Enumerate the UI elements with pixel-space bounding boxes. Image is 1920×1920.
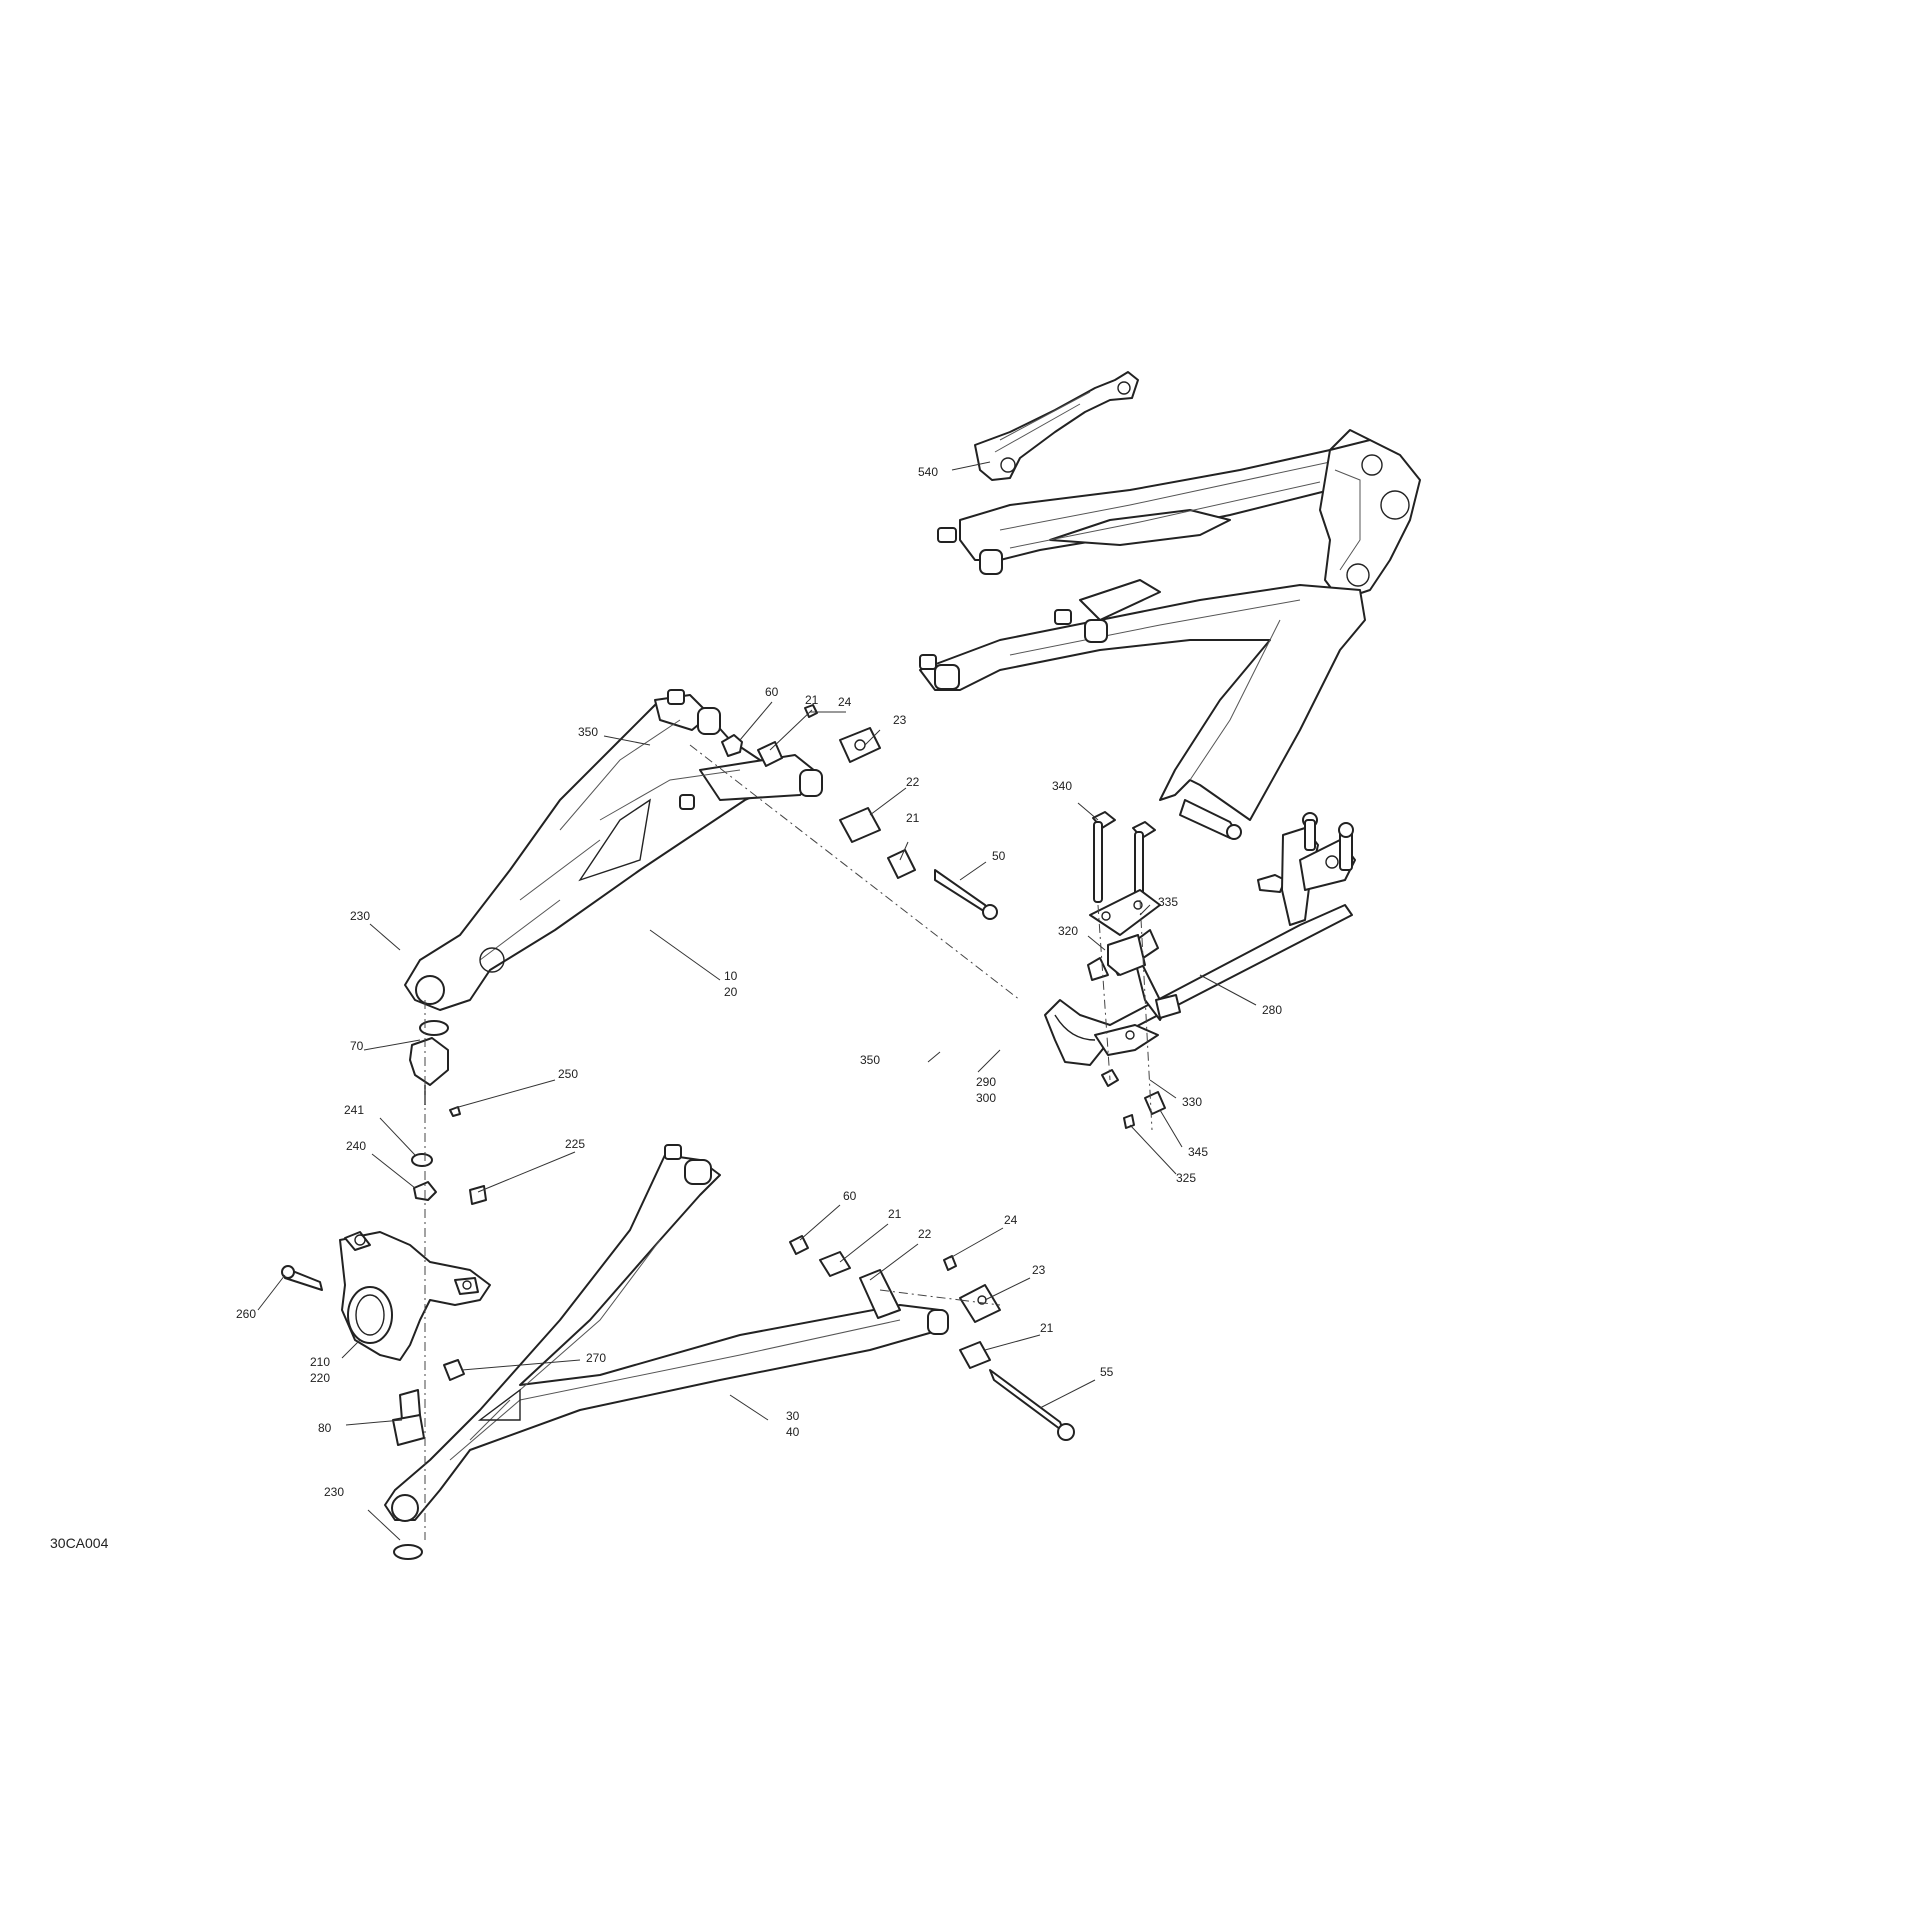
callout-labels: 540 60 21 24 23 350 22 21 50 230 10 20 3… [236, 465, 1282, 1499]
lower-arm-bushing-hardware [789, 1235, 1075, 1441]
callout-260: 260 [236, 1307, 256, 1321]
callout-40: 40 [786, 1425, 800, 1439]
callout-240: 240 [346, 1139, 366, 1153]
callout-24-upper: 24 [838, 695, 852, 709]
callout-10: 10 [724, 969, 738, 983]
callout-540: 540 [918, 465, 938, 479]
callout-325: 325 [1176, 1171, 1196, 1185]
callout-350-upper: 350 [578, 725, 598, 739]
callout-23-upper: 23 [893, 713, 907, 727]
front-upper-a-arm-part-10-20 [404, 689, 823, 1011]
callout-241: 241 [344, 1103, 364, 1117]
bracket-part-540 [974, 371, 1139, 481]
callout-22-lower: 22 [918, 1227, 932, 1241]
callout-leader-lines [257, 461, 1257, 1541]
callout-250: 250 [558, 1067, 578, 1081]
assembly-centerlines [424, 744, 1153, 1540]
callout-280: 280 [1262, 1003, 1282, 1017]
callout-60-upper: 60 [765, 685, 779, 699]
upper-arm-bushing-hardware [721, 704, 998, 920]
callout-320: 320 [1058, 924, 1078, 938]
stabilizer-bushing-clamp-hardware [1089, 811, 1166, 1129]
callout-330: 330 [1182, 1095, 1202, 1109]
rear-knuckle [1319, 439, 1421, 601]
callout-70: 70 [350, 1039, 364, 1053]
callout-22-upper: 22 [906, 775, 920, 789]
callout-220: 220 [310, 1371, 330, 1385]
stabilizer-bar-part-280 [1044, 904, 1353, 1066]
callout-50: 50 [992, 849, 1006, 863]
callout-60-lower: 60 [843, 1189, 857, 1203]
rear-bolt [1179, 799, 1242, 840]
callout-24-lower: 24 [1004, 1213, 1018, 1227]
callout-225: 225 [565, 1137, 585, 1151]
rear-lower-arm [919, 579, 1366, 821]
drawing-code: 30CA004 [50, 1535, 109, 1551]
callout-21-upper-a: 21 [805, 693, 819, 707]
callout-80: 80 [318, 1421, 332, 1435]
callout-230-upper: 230 [350, 909, 370, 923]
callout-21-lower-a: 21 [888, 1207, 902, 1221]
ball-joint-washer-hardware [409, 1020, 487, 1205]
callout-345: 345 [1188, 1145, 1208, 1159]
callout-23-lower: 23 [1032, 1263, 1046, 1277]
callout-230-lower: 230 [324, 1485, 344, 1499]
callout-270: 270 [586, 1351, 606, 1365]
front-knuckle-part-210-220 [339, 1231, 491, 1361]
rear-upper-arm [937, 429, 1371, 575]
callout-300: 300 [976, 1091, 996, 1105]
front-lower-a-arm-part-30-40 [384, 1144, 949, 1522]
callout-340: 340 [1052, 779, 1072, 793]
callout-55: 55 [1100, 1365, 1114, 1379]
callout-210: 210 [310, 1355, 330, 1369]
callout-21-lower-b: 21 [1040, 1321, 1054, 1335]
callout-21-upper-b: 21 [906, 811, 920, 825]
callout-350-link: 350 [860, 1053, 880, 1067]
callout-20: 20 [724, 985, 738, 999]
callout-290: 290 [976, 1075, 996, 1089]
callout-30: 30 [786, 1409, 800, 1423]
callout-335: 335 [1158, 895, 1178, 909]
